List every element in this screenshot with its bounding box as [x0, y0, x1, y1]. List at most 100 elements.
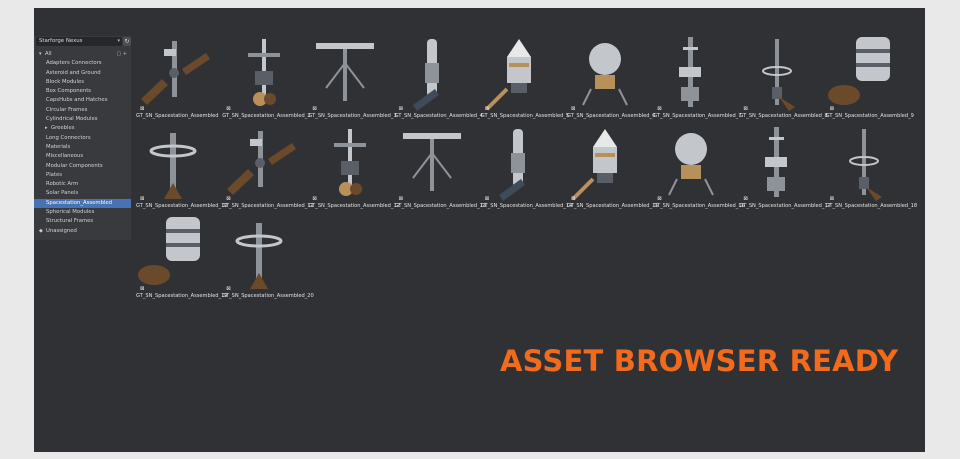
asset-type-icon: ⊠ — [484, 196, 490, 202]
catalog-item[interactable]: Spherical Modules — [34, 208, 131, 217]
catalog-item-label: Modular Components — [46, 162, 103, 169]
asset-tile[interactable]: ⊠GT_SN_Spacestation_Assembled_6 — [567, 33, 655, 121]
asset-label: GT_SN_Spacestation_Assembled_2 — [222, 113, 311, 119]
asset-label: GT_SN_Spacestation_Assembled_6 — [567, 113, 656, 119]
catalog-item[interactable]: CapsHubs and Hatches — [34, 96, 131, 105]
asset-tile[interactable]: ⊠GT_SN_Spacestation_Assembled_5 — [481, 33, 569, 121]
asset-label: GT_SN_Spacestation_Assembled_15 — [567, 203, 659, 209]
asset-tile[interactable]: ⊠GT_SN_Spacestation_Assembled_8 — [739, 33, 828, 121]
catalog-item-label: Asteroid and Ground — [46, 69, 101, 76]
catalog-item[interactable]: Plates — [34, 171, 131, 180]
asset-thumbnail — [762, 39, 796, 111]
catalog-item[interactable]: Spacestation_Assembled — [34, 198, 131, 209]
catalog-item-label: Box Components — [46, 88, 92, 95]
chevron-down-icon: ▾ — [117, 38, 120, 44]
asset-type-icon: ⊠ — [226, 196, 231, 202]
chevron-right-icon[interactable]: ▸ — [45, 125, 48, 132]
asset-label: GT_SN_Spacestation_Assembled_16 — [653, 203, 745, 209]
asset-label: GT_SN_Spacestation_Assembled_3 — [308, 113, 397, 119]
asset-tile[interactable]: ⊠GT_SN_Spacestation_Assembled — [136, 33, 222, 121]
asset-label: GT_SN_Spacestation_Assembled_13 — [394, 203, 487, 209]
catalog-item-label: Cylindrical Modules — [46, 116, 98, 123]
catalog-item[interactable]: Box Components — [34, 87, 131, 96]
catalog-item[interactable]: Adapters Connectors — [34, 59, 131, 68]
catalog-item[interactable]: Materials — [34, 143, 131, 152]
asset-type-icon: ⊠ — [226, 106, 231, 112]
asset-label: GT_SN_Spacestation_Assembled_10 — [136, 203, 228, 209]
asset-tile[interactable]: ⊠GT_SN_Spacestation_Assembled_7 — [653, 33, 742, 121]
asset-tile[interactable]: ⊠GT_SN_Spacestation_Assembled_9 — [826, 33, 914, 121]
asset-thumbnail — [498, 129, 525, 201]
asset-type-icon: ⊠ — [140, 286, 145, 292]
catalog-item[interactable]: Robotic Arm — [34, 180, 131, 189]
asset-thumbnail — [227, 131, 297, 195]
asset-label: GT_SN_Spacestation_Assembled_9 — [825, 113, 914, 119]
asset-type-icon: ⊠ — [657, 196, 662, 202]
asset-type-icon: ⊠ — [484, 106, 490, 112]
asset-type-icon: ⊠ — [829, 196, 835, 202]
catalog-item-unassigned[interactable]: ◆Unassigned — [34, 227, 131, 236]
asset-tile[interactable]: ⊠GT_SN_Spacestation_Assembled_14 — [481, 123, 572, 211]
chevron-down-icon: ▾ — [39, 51, 42, 57]
library-dropdown[interactable]: Starforge Nexus ▾ — [36, 37, 122, 46]
catalog-item-label: Structural Frames — [46, 218, 94, 225]
asset-thumbnail — [848, 129, 882, 201]
asset-thumbnail — [402, 133, 461, 191]
asset-tile[interactable]: ⊠GT_SN_Spacestation_Assembled_17 — [739, 123, 831, 211]
asset-tile[interactable]: ⊠GT_SN_Spacestation_Assembled_3 — [308, 33, 397, 121]
tag-icon: ◆ — [39, 227, 43, 234]
asset-browser-window: Starforge Nexus ▾ ↻ ▾All ▢ + Adapters Co… — [34, 8, 925, 452]
asset-tile[interactable]: ⊠GT_SN_Spacestation_Assembled_11 — [222, 123, 314, 211]
asset-label: GT_SN_Spacestation_Assembled_17 — [739, 203, 831, 209]
asset-tile[interactable]: ⊠GT_SN_Spacestation_Assembled_10 — [136, 123, 228, 211]
asset-type-icon: ⊠ — [312, 106, 317, 112]
asset-tile[interactable]: ⊠GT_SN_Spacestation_Assembled_20 — [222, 213, 314, 301]
catalog-sidebar: Starforge Nexus ▾ ↻ ▾All ▢ + Adapters Co… — [34, 36, 131, 240]
asset-thumbnail — [485, 39, 531, 111]
catalog-item[interactable]: Structural Frames — [34, 217, 131, 226]
catalog-item[interactable]: Miscellaneous — [34, 152, 131, 161]
catalog-item[interactable]: Long Connectors — [34, 134, 131, 143]
asset-tile[interactable]: ⊠GT_SN_Spacestation_Assembled_13 — [395, 123, 486, 211]
asset-tile[interactable]: ⊠GT_SN_Spacestation_Assembled_12 — [308, 123, 400, 211]
asset-type-icon: ⊠ — [829, 106, 835, 112]
catalog-item[interactable]: Circular Frames — [34, 106, 131, 115]
asset-tile[interactable]: ⊠GT_SN_Spacestation_Assembled_19 — [136, 213, 228, 301]
asset-type-icon: ⊠ — [657, 106, 662, 112]
catalog-item-label: Robotic Arm — [46, 181, 79, 188]
asset-thumbnail — [668, 133, 715, 196]
overlay-caption: ASSET BROWSER READY — [500, 344, 899, 378]
catalog-item-label: Long Connectors — [46, 134, 91, 141]
catalog-item[interactable]: Cylindrical Modules — [34, 115, 131, 124]
catalog-item[interactable]: Asteroid and Ground — [34, 69, 131, 78]
asset-tile[interactable]: ⊠GT_SN_Spacestation_Assembled_15 — [567, 123, 659, 211]
asset-type-icon: ⊠ — [743, 196, 748, 202]
asset-tile[interactable]: ⊠GT_SN_Spacestation_Assembled_18 — [826, 123, 917, 211]
catalog-item-label: Spherical Modules — [46, 209, 95, 216]
asset-type-icon: ⊠ — [140, 196, 145, 202]
refresh-icon[interactable]: ↻ — [123, 37, 131, 46]
catalog-item[interactable]: Block Modules — [34, 78, 131, 87]
asset-thumbnail — [582, 43, 628, 106]
asset-thumbnail — [334, 129, 367, 196]
asset-type-icon: ⊠ — [398, 196, 404, 202]
catalog-item-label: Solar Panels — [46, 190, 79, 197]
library-row: Starforge Nexus ▾ ↻ — [34, 36, 131, 47]
catalog-item-label: Materials — [46, 143, 71, 150]
asset-thumbnail — [827, 37, 890, 105]
catalog-item-all[interactable]: ▾All ▢ + — [34, 50, 131, 59]
asset-thumbnail — [248, 39, 281, 106]
catalog-item[interactable]: Modular Components — [34, 162, 131, 171]
asset-type-icon: ⊠ — [140, 106, 145, 112]
catalog-item-label: Greebles — [51, 125, 75, 132]
catalog-tools-icon[interactable]: ▢ + — [116, 51, 127, 57]
asset-tile[interactable]: ⊠GT_SN_Spacestation_Assembled_4 — [395, 33, 483, 121]
catalog-item-label: Spacestation_Assembled — [46, 199, 113, 206]
catalog-item[interactable]: ▸Greebles — [34, 124, 131, 133]
catalog-item[interactable]: Solar Panels — [34, 189, 131, 198]
library-dropdown-value: Starforge Nexus — [39, 38, 83, 44]
asset-label: GT_SN_Spacestation_Assembled_19 — [136, 293, 228, 299]
catalog-item-label: Plates — [46, 171, 63, 178]
asset-tile[interactable]: ⊠GT_SN_Spacestation_Assembled_16 — [653, 123, 745, 211]
asset-tile[interactable]: ⊠GT_SN_Spacestation_Assembled_2 — [222, 33, 311, 121]
